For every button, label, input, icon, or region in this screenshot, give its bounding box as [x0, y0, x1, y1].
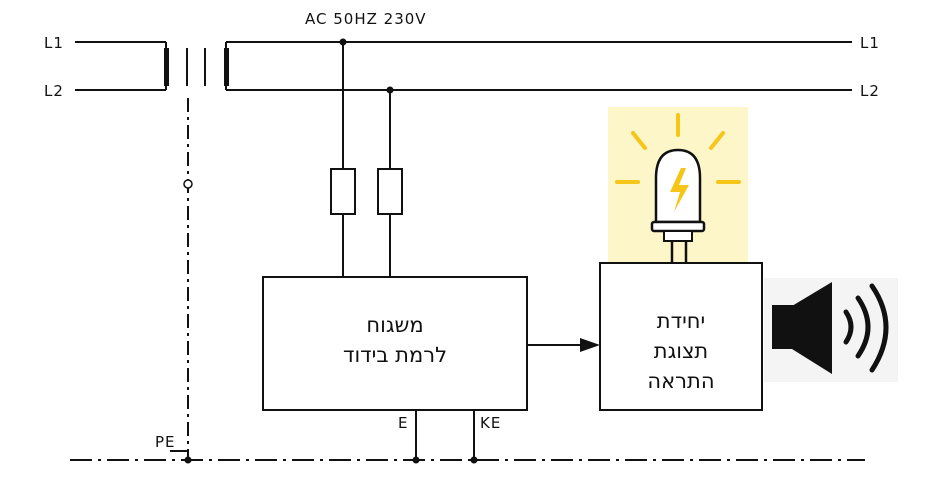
junction-e: [412, 456, 420, 464]
terminal-ke-label: KE: [480, 414, 501, 432]
pe-label: PE: [155, 433, 176, 451]
junction-pe: [184, 456, 192, 464]
junction-l1: [339, 38, 347, 46]
pe-conductor: [70, 98, 865, 461]
label-l2-left: L2: [44, 82, 64, 100]
fuse-l1: [330, 168, 356, 215]
earth-terminals: [415, 410, 475, 460]
pe-junction-open: [183, 179, 193, 189]
monitor-supply-connections: [330, 42, 403, 277]
monitor-block-line2: לרמת בידוד: [343, 343, 447, 367]
junction-ke: [470, 456, 478, 464]
warning-light-icon: [608, 107, 748, 263]
junction-l2: [386, 86, 394, 94]
signal-arrow: [527, 338, 600, 352]
supply-lines: [75, 41, 852, 91]
label-l2-right: L2: [860, 82, 880, 100]
fuse-l2: [377, 168, 403, 215]
terminal-e-label: E: [398, 414, 408, 432]
monitor-block-line1: משגוח: [366, 313, 423, 337]
supply-label: AC 50HZ 230V: [305, 10, 427, 28]
speaker-icon: [764, 278, 898, 382]
alarm-block-line1: יחידת: [657, 309, 705, 333]
insulation-monitor-block: [262, 276, 528, 411]
alarm-display-block: [599, 262, 763, 411]
transformer-symbol: [164, 42, 229, 90]
label-l1-right: L1: [860, 34, 880, 52]
alarm-block-line3: התראה: [647, 369, 714, 393]
label-l1-left: L1: [44, 34, 64, 52]
alarm-block-line2: תצוגת: [654, 339, 708, 363]
